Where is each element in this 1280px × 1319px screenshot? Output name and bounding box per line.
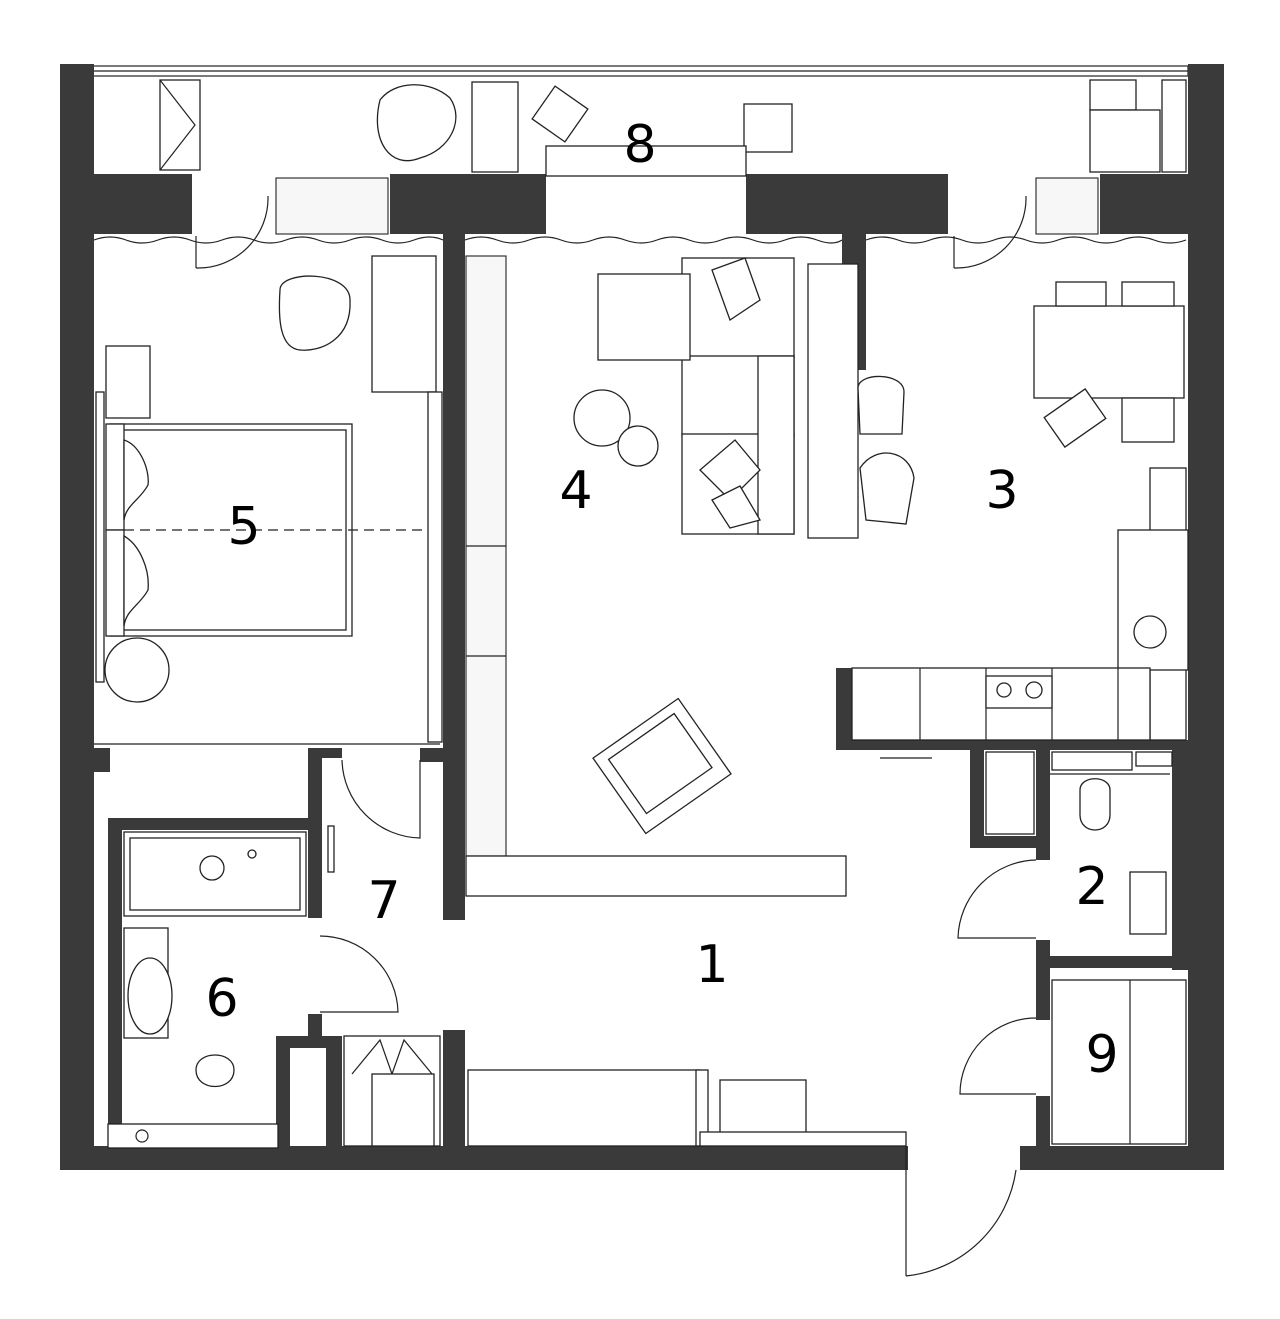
living-furniture xyxy=(465,255,859,897)
balcony-doors xyxy=(195,177,1099,269)
kitchen-furniture xyxy=(851,281,1189,759)
room-label-8: 8 xyxy=(623,115,656,175)
bathroom2-furniture xyxy=(985,751,1173,935)
balcony-furniture xyxy=(159,79,1187,177)
room-label-4: 4 xyxy=(559,461,592,521)
balcony-glazing xyxy=(91,65,1189,77)
bedroom-furniture xyxy=(94,255,443,745)
room-label-2: 2 xyxy=(1075,857,1108,917)
room-label-9: 9 xyxy=(1085,1025,1118,1085)
outer-walls xyxy=(60,64,1224,1170)
room-labels: 1 2 3 4 5 6 7 8 9 xyxy=(205,115,1118,1085)
room-label-5: 5 xyxy=(227,497,260,557)
room-label-3: 3 xyxy=(985,461,1018,521)
room-label-1: 1 xyxy=(695,935,728,995)
hallway-closet xyxy=(343,1035,441,1147)
room-label-7: 7 xyxy=(367,871,400,931)
entrance-furniture xyxy=(467,979,1187,1277)
bathroom6-furniture xyxy=(107,831,307,1149)
curtains xyxy=(93,236,1187,244)
door-swings xyxy=(319,759,1037,1095)
room-label-6: 6 xyxy=(205,969,238,1029)
